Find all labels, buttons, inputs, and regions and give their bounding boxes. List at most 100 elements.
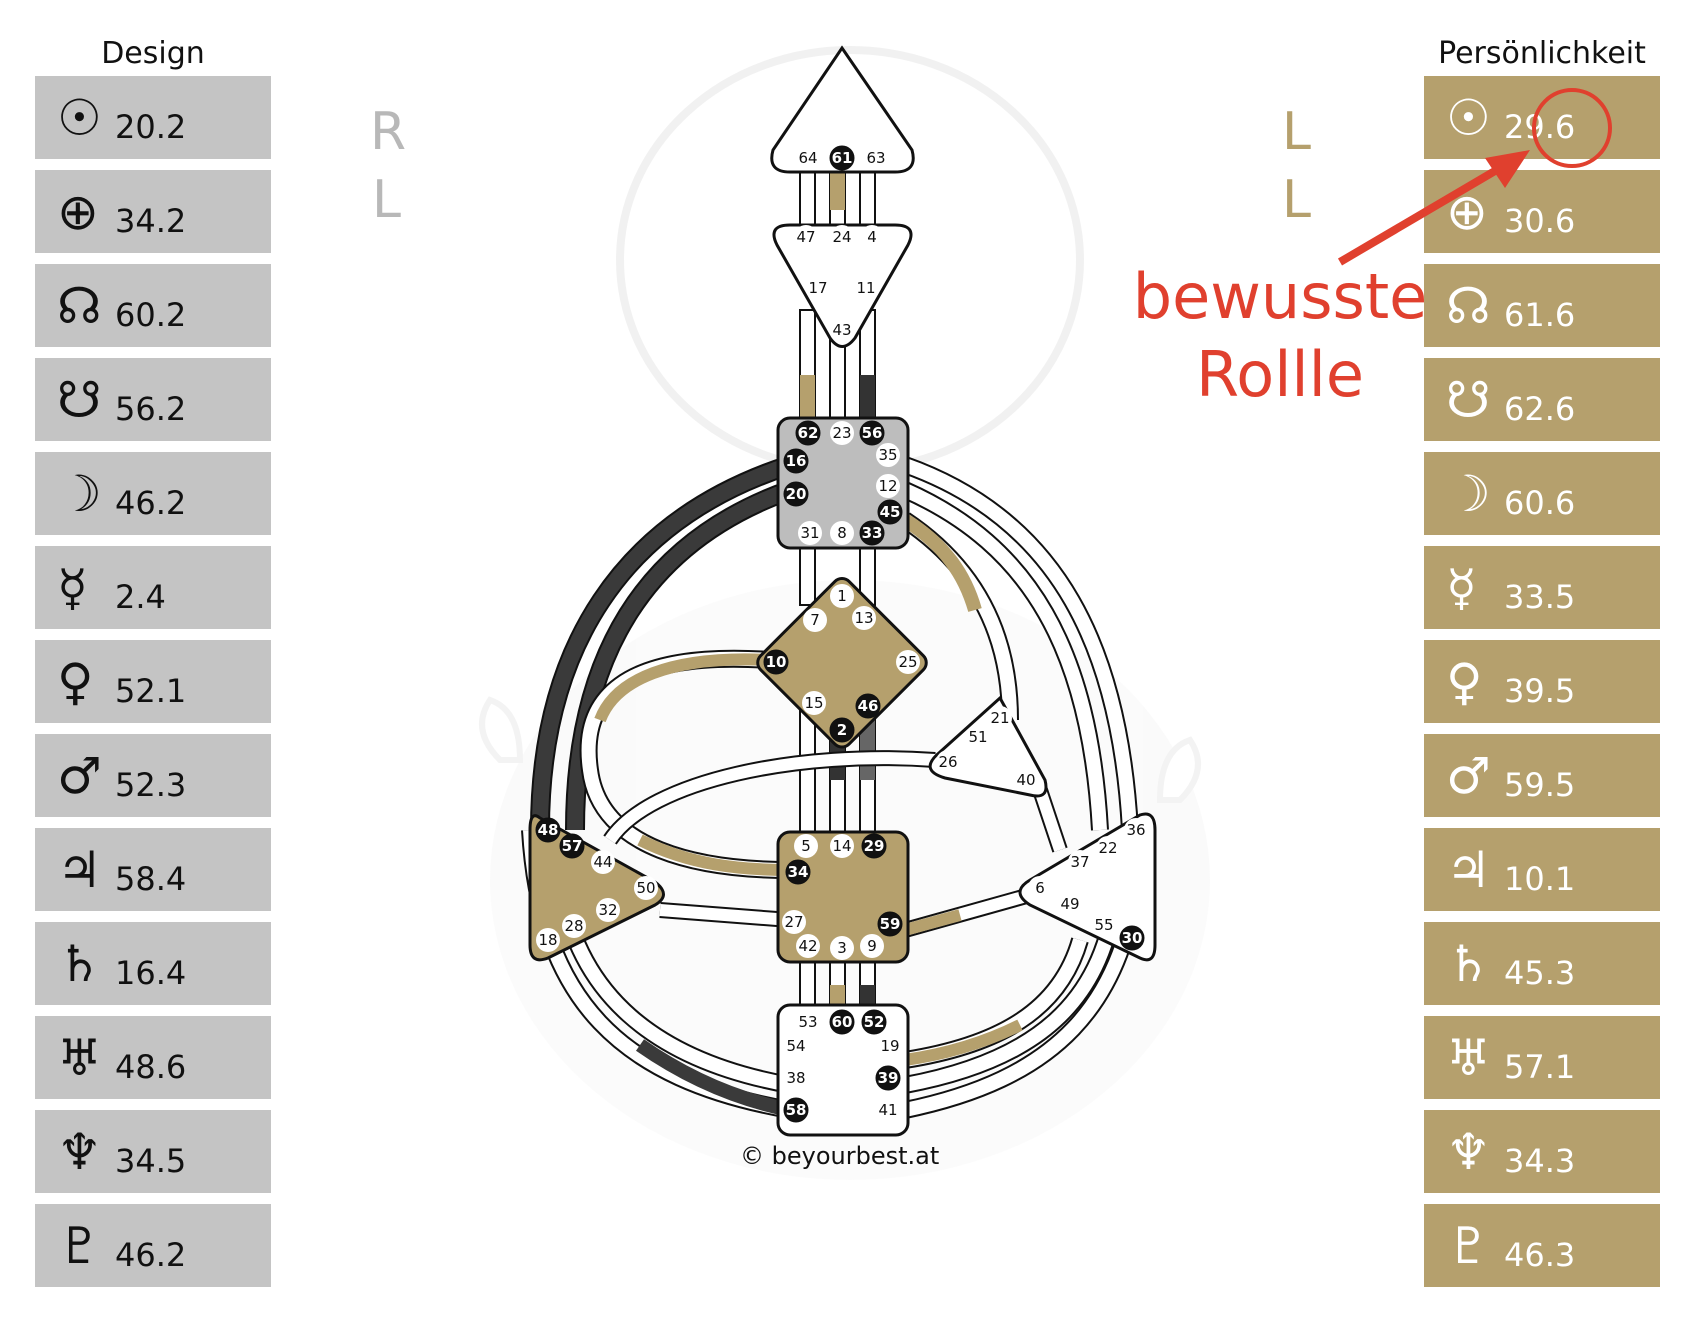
gate-30: 30: [1119, 925, 1145, 951]
annotation-line-1: bewusste: [1132, 260, 1428, 333]
gate-46: 46: [855, 693, 881, 719]
gate-marker: [861, 1009, 887, 1035]
gate-number: 45: [880, 503, 901, 521]
gate-number: 57: [562, 837, 583, 855]
design-planet-row: ♇46.2: [35, 1204, 271, 1287]
personality-planet-value: 61.6: [1504, 295, 1576, 334]
gate-number: 37: [1070, 853, 1089, 871]
personality-planet-value: 57.1: [1504, 1047, 1576, 1086]
gate-number: 59: [880, 915, 901, 933]
gate-number: 61: [832, 149, 853, 167]
design-planet-column: ☉20.2⊕34.2☊60.2☋56.2☽46.2☿2.4♀52.1♂52.3♃…: [35, 76, 271, 1298]
gate-marker: [783, 481, 809, 507]
south-node-icon: ☋: [1446, 370, 1491, 429]
gate-marker: [591, 850, 615, 874]
gate-marker: [936, 750, 960, 774]
gate-marker: [796, 934, 820, 958]
gate-number: 44: [593, 853, 612, 871]
personality-planet-row: ☋62.6: [1424, 358, 1660, 441]
gate-number: 63: [866, 149, 885, 167]
heart-center: [928, 695, 1048, 798]
gate-number: 15: [804, 694, 823, 712]
design-planet-row: ☋56.2: [35, 358, 271, 441]
gate-number: 21: [990, 709, 1009, 727]
gate-18: 18: [536, 928, 560, 952]
gate-marker: [829, 145, 855, 171]
gate-marker: [1028, 876, 1052, 900]
personality-planet-row: ⊕30.6: [1424, 170, 1660, 253]
gate-62: 62: [795, 420, 821, 446]
gate-55: 55: [1092, 913, 1116, 937]
gate-marker: [830, 421, 854, 445]
personality-planet-value: 60.6: [1504, 483, 1576, 522]
neptune-icon: ♆: [57, 1122, 102, 1181]
gate-marker: [796, 1010, 820, 1034]
gate-marker: [877, 911, 903, 937]
gate-marker: [634, 876, 658, 900]
gate-number: 34: [788, 863, 809, 881]
gate-number: 58: [786, 1101, 807, 1119]
design-planet-row: ♃58.4: [35, 828, 271, 911]
gate-marker: [829, 1009, 855, 1035]
gate-number: 20: [786, 485, 807, 503]
gate-marker: [1068, 850, 1092, 874]
personality-planet-value: 29.6: [1504, 107, 1576, 146]
north-node-icon: ☊: [1446, 276, 1491, 335]
gate-28: 28: [562, 914, 586, 938]
gate-12: 12: [876, 474, 900, 498]
gate-number: 46: [858, 697, 879, 715]
gate-8: 8: [830, 521, 854, 545]
gate-marker: [1124, 818, 1148, 842]
design-planet-row: ☊60.2: [35, 264, 271, 347]
throat-center: [776, 416, 910, 550]
design-planet-value: 2.4: [115, 577, 166, 616]
gate-number: 33: [862, 524, 883, 542]
neptune-icon: ♆: [1446, 1122, 1491, 1181]
gate-number: 48: [538, 821, 559, 839]
design-planet-row: ☉20.2: [35, 76, 271, 159]
design-planet-row: ⊕34.2: [35, 170, 271, 253]
design-planet-value: 34.2: [115, 201, 187, 240]
root-center: [776, 1003, 910, 1137]
design-planet-row: ♀52.1: [35, 640, 271, 723]
personality-planet-value: 39.5: [1504, 671, 1576, 710]
gate-marker: [535, 817, 561, 843]
gate-10: 10: [763, 649, 789, 675]
personality-planet-value: 33.5: [1504, 577, 1576, 616]
personality-planet-value: 30.6: [1504, 201, 1576, 240]
gate-number: 47: [796, 228, 815, 246]
design-planet-value: 58.4: [115, 859, 187, 898]
gate-marker: [1092, 913, 1116, 937]
gate-marker: [559, 833, 585, 859]
gate-number: 43: [832, 321, 851, 339]
gate-number: 13: [854, 609, 873, 627]
moon-icon: ☽: [57, 464, 102, 523]
venus-icon: ♀: [57, 652, 94, 711]
gate-32: 32: [596, 898, 620, 922]
gate-marker: [876, 1098, 900, 1122]
solar-plexus-center: [1018, 812, 1157, 962]
gate-57: 57: [559, 833, 585, 859]
gate-9: 9: [860, 934, 884, 958]
gate-58: 58: [783, 1097, 809, 1123]
gate-21: 21: [988, 706, 1012, 730]
personality-planet-row: ☽60.6: [1424, 452, 1660, 535]
gate-52: 52: [861, 1009, 887, 1035]
annotation-line-2: Rollle: [1195, 338, 1365, 411]
pluto-icon: ♇: [1446, 1216, 1491, 1275]
gate-37: 37: [1068, 850, 1092, 874]
gate-marker: [855, 693, 881, 719]
gate-marker: [852, 606, 876, 630]
gate-number: 14: [832, 837, 851, 855]
gate-marker: [896, 650, 920, 674]
design-planet-row: ♅48.6: [35, 1016, 271, 1099]
gate-number: 18: [538, 931, 557, 949]
gate-marker: [859, 420, 885, 446]
gate-59: 59: [877, 911, 903, 937]
gate-5: 5: [794, 834, 818, 858]
gate-31: 31: [798, 521, 822, 545]
uranus-icon: ♅: [57, 1028, 102, 1087]
design-planet-value: 20.2: [115, 107, 187, 146]
gate-marker: [596, 898, 620, 922]
gate-48: 48: [535, 817, 561, 843]
